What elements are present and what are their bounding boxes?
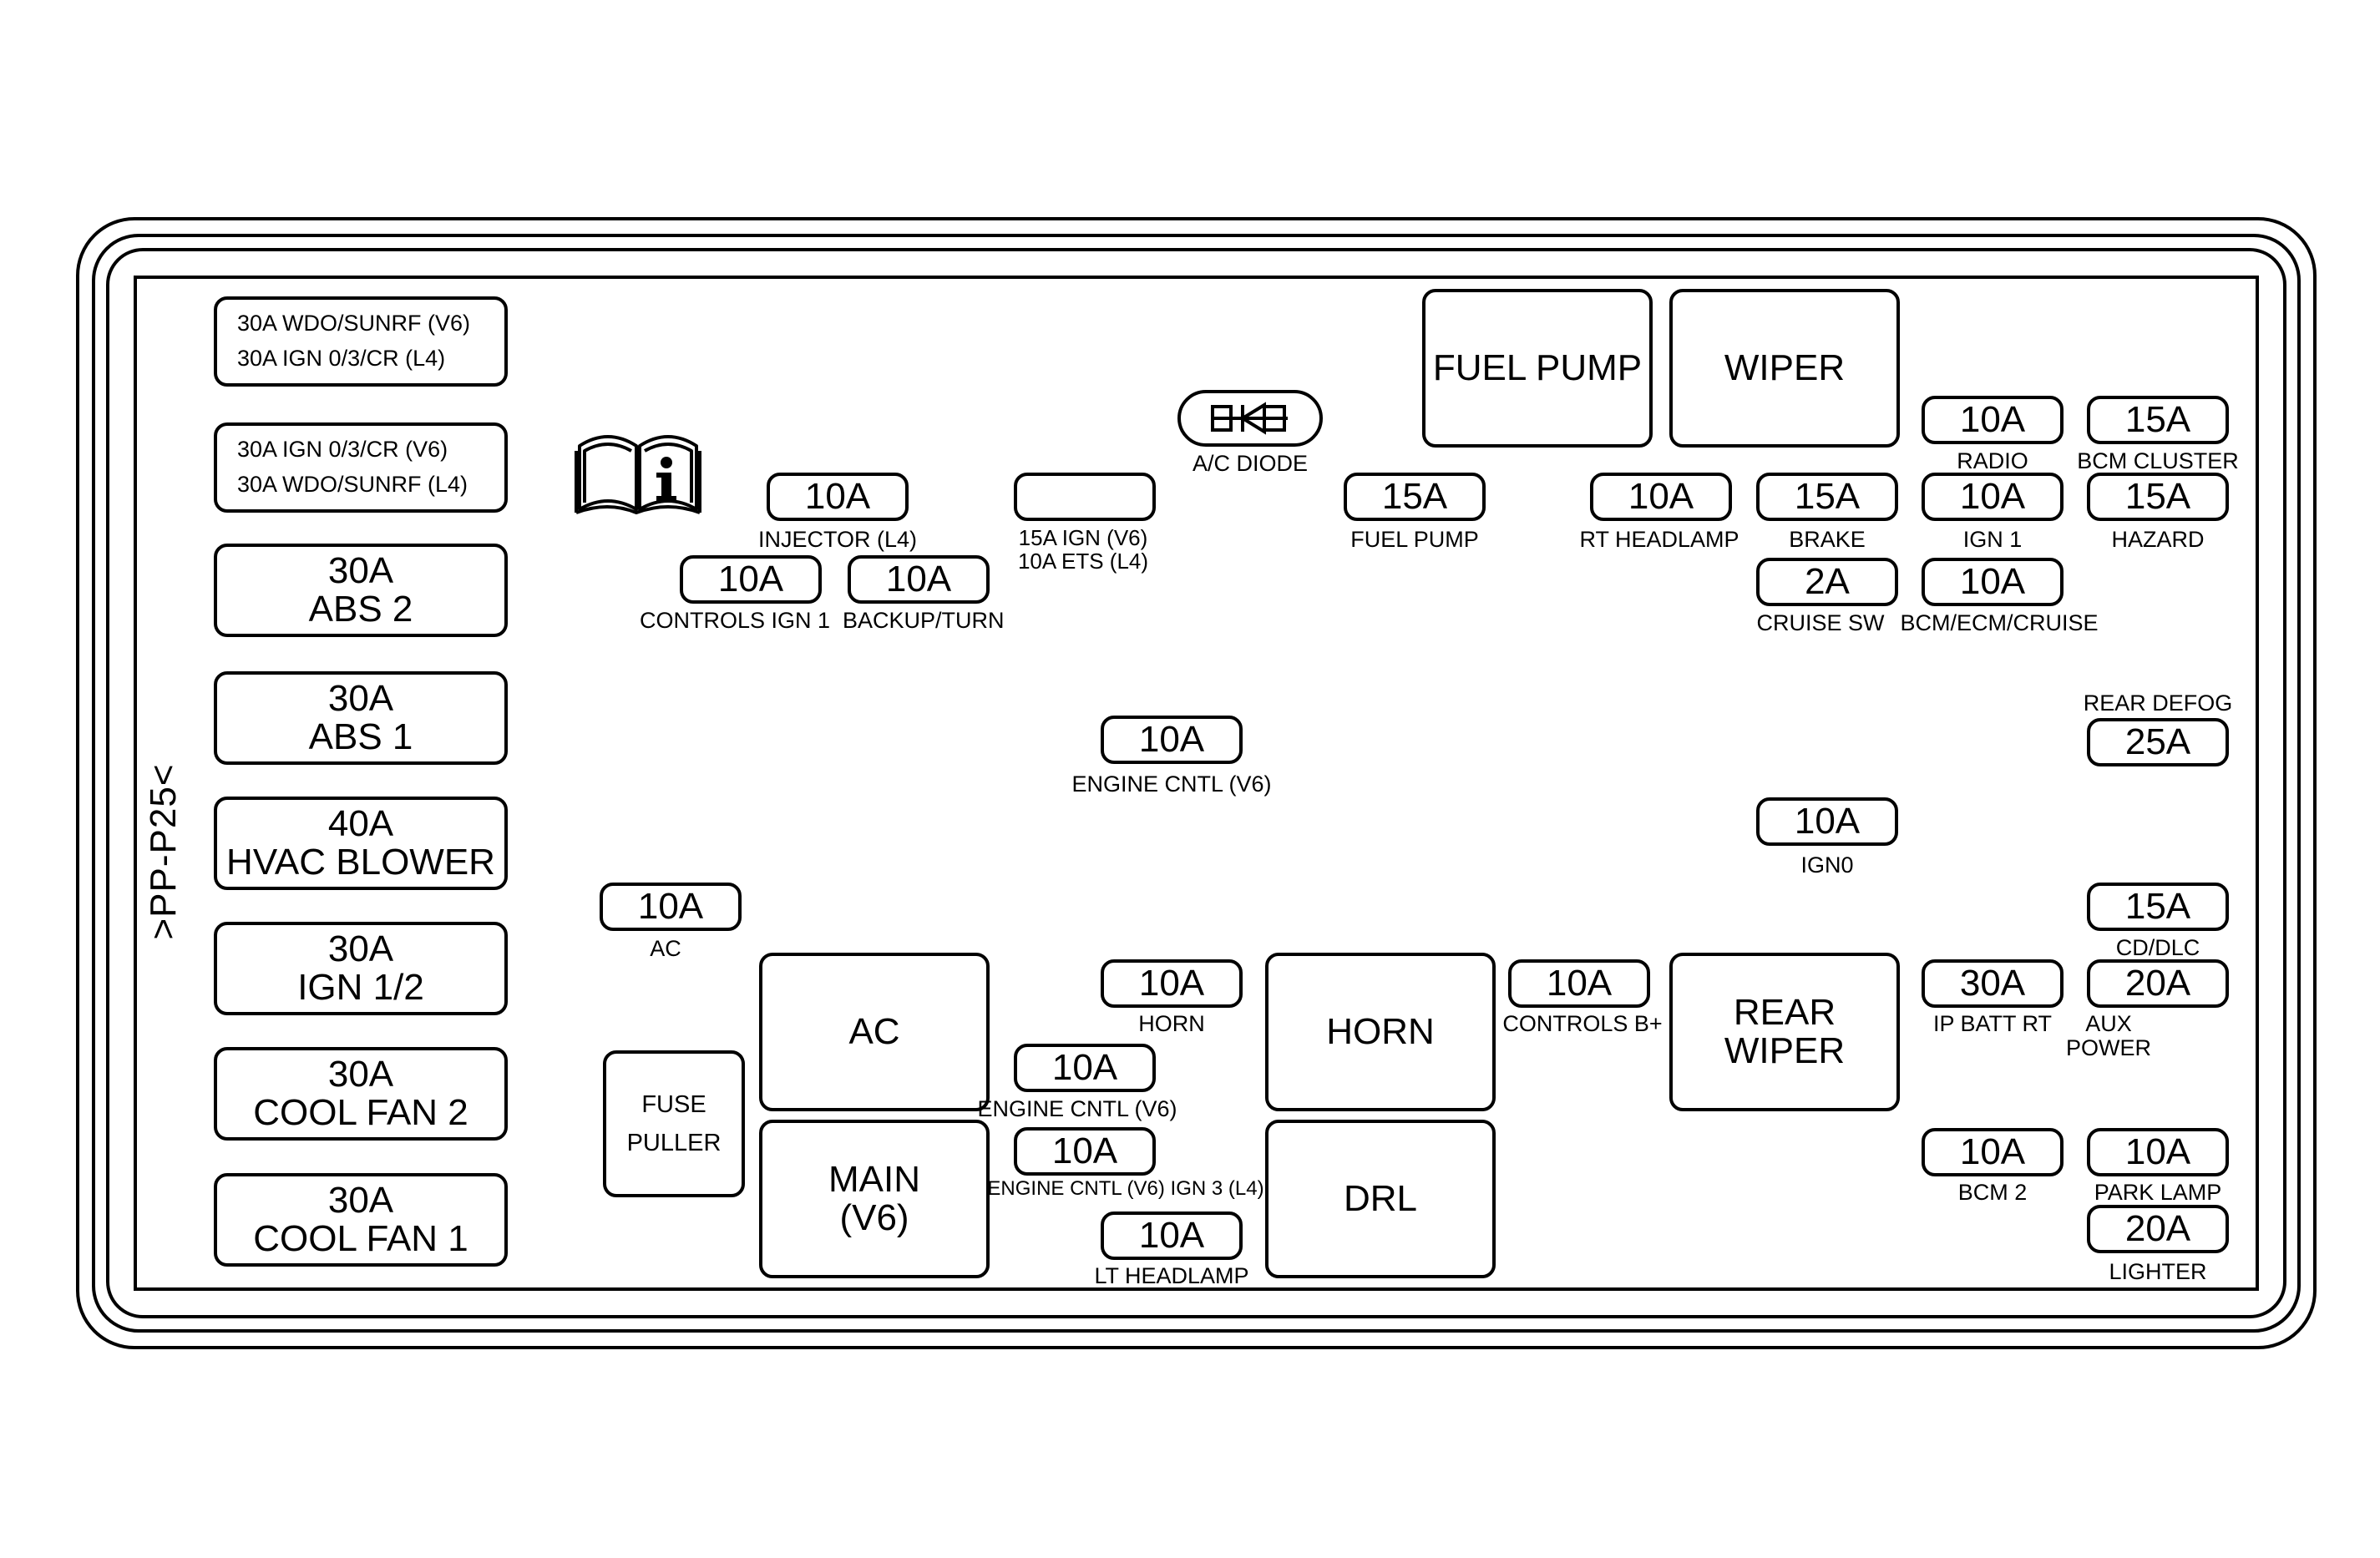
- fuse-bcm2-label: BCM 2: [1957, 1180, 2028, 1205]
- fuse-bcm2[interactable]: 10A: [1922, 1128, 2064, 1176]
- fuse-bcm-ecm-cruise-label: BCM/ECM/CRUISE: [1900, 610, 2099, 635]
- fuse-controls-ign1-label: CONTROLS IGN 1: [640, 608, 831, 633]
- fuse-backup-turn[interactable]: 10A: [848, 555, 990, 604]
- fuse-fuel-pump[interactable]: 15A: [1344, 473, 1486, 521]
- fuse-fuel-pump-label: FUEL PUMP: [1350, 527, 1479, 552]
- fuse-block-frame-2: [92, 234, 2301, 1333]
- fuse-bcm-cluster[interactable]: 15A: [2087, 396, 2229, 444]
- fuse-engine-cntl-a[interactable]: 10A: [1014, 1044, 1156, 1092]
- fuse-hazard-label: HAZARD: [2111, 527, 2205, 552]
- fuse-ign1-label: IGN 1: [1962, 527, 2023, 552]
- fuse-cool-fan-2-rating: 30A: [327, 1053, 394, 1095]
- fuse-ign0-label: IGN0: [1800, 852, 1854, 878]
- fuse-engine-cntl-b[interactable]: 10A: [1014, 1127, 1156, 1176]
- fuse-ign12-name: IGN 1/2: [297, 967, 424, 1008]
- fuse-abs2-name: ABS 2: [308, 589, 413, 630]
- fuse-backup-turn-label: BACKUP/TURN: [843, 608, 1005, 633]
- fuse-engine-cntl-mid[interactable]: 10A: [1101, 716, 1243, 764]
- ac-diode[interactable]: [1177, 390, 1323, 447]
- relay-fuel-pump[interactable]: FUEL PUMP: [1422, 289, 1653, 448]
- fuse-small-1-line1: 30A WDO/SUNRF (V6): [237, 311, 471, 336]
- fuse-ac-label: AC: [650, 936, 681, 961]
- fuse-rt-headlamp[interactable]: 10A: [1590, 473, 1732, 521]
- fuse-horn[interactable]: 10A: [1101, 959, 1243, 1008]
- relay-main[interactable]: MAIN (V6): [759, 1120, 990, 1278]
- fuse-small-2[interactable]: 30A IGN 0/3/CR (V6) 30A WDO/SUNRF (L4): [214, 422, 508, 513]
- fuse-cool-fan-2-name: COOL FAN 2: [253, 1092, 468, 1133]
- fuse-block-panel: [134, 276, 2259, 1291]
- fuse-ign12-rating: 30A: [327, 928, 394, 969]
- fuse-horn-label: HORN: [1138, 1011, 1205, 1036]
- fuse-abs2-rating: 30A: [327, 549, 394, 591]
- fuse-lt-headlamp-label: LT HEADLAMP: [1094, 1263, 1249, 1288]
- fuse-radio[interactable]: 10A: [1922, 396, 2064, 444]
- relay-ac[interactable]: AC: [759, 953, 990, 1111]
- fuse-ac[interactable]: 10A: [600, 883, 742, 931]
- fuse-brake[interactable]: 15A: [1756, 473, 1898, 521]
- fuse-engine-cntl-mid-label: ENGINE CNTL (V6): [1071, 771, 1272, 797]
- fuse-lt-headlamp[interactable]: 10A: [1101, 1211, 1243, 1260]
- fuse-small-2-line2: 30A WDO/SUNRF (L4): [237, 472, 468, 497]
- fuse-puller[interactable]: FUSE PULLER: [603, 1050, 745, 1197]
- owner-manual-icon: [575, 435, 701, 514]
- relay-drl[interactable]: DRL: [1265, 1120, 1496, 1278]
- fuse-engine-cntl-b-label: ENGINE CNTL (V6) IGN 3 (L4): [987, 1177, 1264, 1200]
- fuse-aux-power[interactable]: 20A: [2087, 959, 2229, 1008]
- relay-wiper[interactable]: WIPER: [1669, 289, 1900, 448]
- fuse-controls-bplus[interactable]: 10A: [1508, 959, 1650, 1008]
- fuse-cool-fan-1-name: COOL FAN 1: [253, 1218, 468, 1259]
- fuse-ign0[interactable]: 10A: [1756, 797, 1898, 846]
- fuse-small-1[interactable]: 30A WDO/SUNRF (V6) 30A IGN 0/3/CR (L4): [214, 296, 508, 387]
- diode-icon: [1211, 402, 1288, 435]
- fuse-abs1-name: ABS 1: [308, 716, 413, 757]
- fuse-ip-batt-rt-label: IP BATT RT: [1932, 1011, 2053, 1036]
- fuse-radio-label: RADIO: [1957, 448, 2028, 473]
- fuse-ign-ets-label: 15A IGN (V6) 10A ETS (L4): [1017, 525, 1149, 574]
- connector-label: >PP-P25<: [143, 763, 184, 940]
- fuse-cd-dlc-label: CD/DLC: [2115, 935, 2200, 960]
- fuse-engine-cntl-a-label: ENGINE CNTL (V6): [977, 1096, 1177, 1121]
- fuse-controls-ign1[interactable]: 10A: [680, 555, 822, 604]
- fuse-bcm-ecm-cruise[interactable]: 10A: [1922, 558, 2064, 606]
- fuse-injector-label: INJECTOR (L4): [757, 527, 918, 552]
- fuse-aux-power-label: AUX POWER: [2065, 1011, 2152, 1061]
- fuse-rt-headlamp-label: RT HEADLAMP: [1579, 527, 1739, 552]
- fuse-ign-ets[interactable]: [1014, 473, 1156, 521]
- fuse-controls-bplus-label: CONTROLS B+: [1502, 1011, 1663, 1036]
- ac-diode-label: A/C DIODE: [1192, 451, 1309, 476]
- fuse-injector[interactable]: 10A: [767, 473, 909, 521]
- fuse-hvac-name: HVAC BLOWER: [226, 842, 495, 883]
- fuse-abs1-rating: 30A: [327, 677, 394, 719]
- fuse-park-lamp[interactable]: 10A: [2087, 1128, 2229, 1176]
- relay-rear-wiper[interactable]: REAR WIPER: [1669, 953, 1900, 1111]
- fuse-bcm-cluster-label: BCM CLUSTER: [2077, 448, 2239, 473]
- fuse-rear-defog-label: REAR DEFOG: [2083, 690, 2233, 716]
- fuse-rear-defog[interactable]: 25A: [2087, 718, 2229, 766]
- fuse-small-2-line1: 30A IGN 0/3/CR (V6): [237, 437, 448, 463]
- fuse-cruise-sw-label: CRUISE SW: [1756, 610, 1885, 635]
- fuse-cool-fan-1-rating: 30A: [327, 1179, 394, 1221]
- fuse-ip-batt-rt[interactable]: 30A: [1922, 959, 2064, 1008]
- relay-horn[interactable]: HORN: [1265, 953, 1496, 1111]
- fuse-hvac-rating: 40A: [327, 802, 394, 844]
- fuse-lighter[interactable]: 20A: [2087, 1205, 2229, 1253]
- fuse-park-lamp-label: PARK LAMP: [2094, 1180, 2222, 1205]
- fuse-lighter-label: LIGHTER: [2109, 1259, 2207, 1284]
- fuse-block-outer-frame: [76, 217, 2317, 1349]
- fuse-cruise-sw[interactable]: 2A: [1756, 558, 1898, 606]
- fuse-hazard[interactable]: 15A: [2087, 473, 2229, 521]
- fuse-brake-label: BRAKE: [1789, 527, 1866, 552]
- fuse-ign1[interactable]: 10A: [1922, 473, 2064, 521]
- fuse-small-1-line2: 30A IGN 0/3/CR (L4): [237, 346, 446, 371]
- fuse-block-frame-3: [106, 248, 2286, 1318]
- fuse-cd-dlc[interactable]: 15A: [2087, 883, 2229, 931]
